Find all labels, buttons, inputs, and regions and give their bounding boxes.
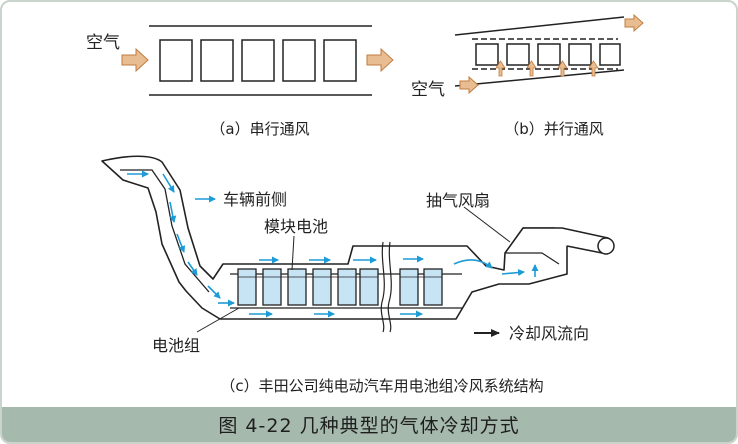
figure-caption: 图 4-22 几种典型的气体冷却方式 [218,415,520,437]
up-arrow-icon [557,60,568,77]
figure-canvas: 空气 （a）串行通风 空气 （b）并行通风 [86,13,644,395]
flow-arrow-icon [453,259,493,269]
up-arrow-icon [588,60,599,77]
cell-4 [282,39,316,82]
cell-3 [241,39,275,82]
battery-module [337,268,357,306]
battery-module [262,268,282,306]
figure-caption-bar: 图 4-22 几种典型的气体冷却方式 [2,407,736,442]
battery-module [312,268,332,306]
break-mark-left [380,241,385,333]
battery-module [287,268,307,306]
intake-inner-wall [120,169,210,293]
diagram-c-system: 车辆前侧 模块电池 抽气风扇 电池组 冷却风流向 （c）丰田公司纯电动汽车用电池… [101,155,615,395]
pack-housing-outline [101,155,568,320]
label-exhaust-fan: 抽气风扇 [426,191,490,210]
fan-motor-icon [597,237,615,255]
cell-2 [200,39,234,82]
caption-a: （a）串行通风 [210,120,309,138]
battery-module [423,268,443,306]
flow-arrow-icon [162,173,175,193]
cell-b-1 [475,43,499,66]
caption-c: （c）丰田公司纯电动汽车用电池组冷风系统结构 [220,377,543,395]
up-arrow-icon [526,60,537,77]
flow-arrow-icon [176,233,186,253]
leader-line-module [291,235,295,271]
label-vehicle-front: 车辆前侧 [223,190,287,209]
battery-module [359,268,379,306]
up-arrow-icon [495,60,506,77]
legend-label: 冷却风流向 [509,324,589,343]
air-outlet-arrow-icon [624,13,644,33]
air-label-a: 空气 [86,33,120,53]
flow-arrow-icon [187,261,198,276]
flow-arrow-icon [501,269,525,277]
leader-line-fan [463,206,511,243]
air-inlet-arrow-icon [459,75,479,95]
flow-arrow-icon [169,201,177,223]
battery-module [399,268,419,306]
flow-arrow-icon [207,285,221,299]
duct-top-slant-line [454,16,625,36]
caption-b: （b）并行通风 [504,120,604,138]
cell-b-3 [537,43,561,66]
battery-modules-right [399,268,443,306]
air-inlet-arrow-icon [121,47,149,73]
cell-1 [159,39,193,82]
cell-b-5 [599,43,621,66]
diagram-a-serial: 空气 （a）串行通风 [86,25,394,138]
cell-b-2 [506,43,530,66]
duct-bottom-slant-line [454,69,625,87]
cooling-flow-arrows [127,170,539,318]
air-outlet-arrow-icon [366,47,394,73]
label-module-battery: 模块电池 [264,217,328,236]
air-label-b: 空气 [411,80,445,100]
cell-5 [323,39,357,82]
leader-line-pack [196,307,240,333]
exhaust-inner-wall [505,252,560,265]
break-mark-right [387,241,392,333]
cell-b-4 [568,43,592,66]
battery-modules-left [237,268,379,306]
label-battery-pack: 电池组 [152,336,200,355]
battery-module [237,268,257,306]
diagram-b-parallel: 空气 （b）并行通风 [411,13,644,138]
